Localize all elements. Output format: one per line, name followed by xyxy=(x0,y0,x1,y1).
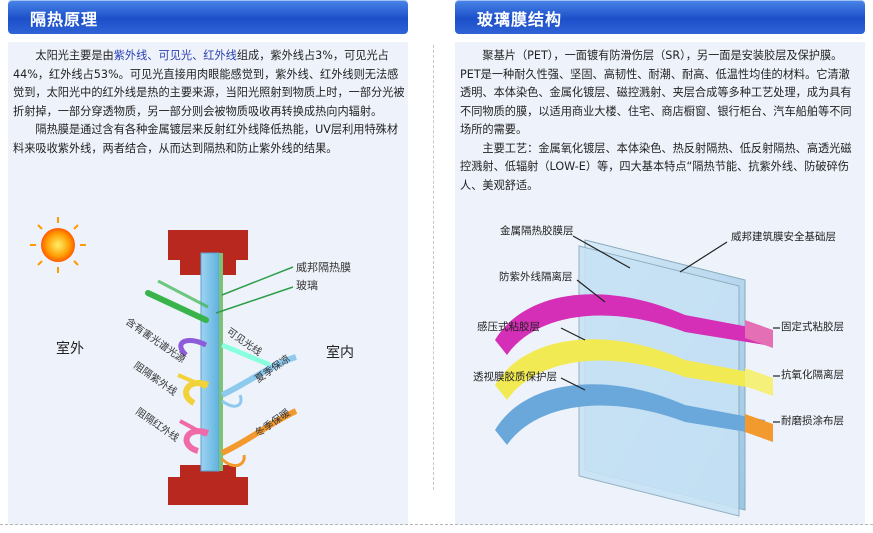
left-panel: 隔热原理 太阳光主要是由紫外线、可见光、红外线组成，紫外线占3%，可见光占44%… xyxy=(8,0,408,525)
column-divider xyxy=(433,45,434,490)
right-title-bar: 玻璃膜结构 xyxy=(455,0,865,34)
film-layer xyxy=(219,253,223,471)
protective-layer xyxy=(495,384,765,445)
right-intro-text: 聚基片（PET），一面镀有防滑伤层（SR），另一面是安装胶层及保护膜。PET是一… xyxy=(460,47,860,195)
label-outdoor: 室外 xyxy=(56,340,84,357)
right-panel: 玻璃膜结构 聚基片（PET），一面镀有防滑伤层（SR），另一面是安装胶层及保护膜… xyxy=(455,0,865,525)
label-film: 威邦隔热膜 xyxy=(296,261,351,274)
fixed-adhesive-layer xyxy=(745,320,773,348)
label-indoor: 室内 xyxy=(326,344,354,361)
label-summer: 夏季保凉 xyxy=(252,352,292,386)
label-harmful-light: 含有害光谱光源 xyxy=(123,315,188,366)
label-scratch-layer: 耐磨损涂布层 xyxy=(781,414,844,427)
uv-layer xyxy=(495,294,765,355)
pressure-adhesive-layer xyxy=(495,339,765,400)
summer-arrow xyxy=(220,354,297,398)
label-base-layer: 威邦建筑膜安全基础层 xyxy=(731,230,836,243)
left-paragraph-1: 太阳光主要是由紫外线、可见光、红外线组成，紫外线占3%，可见光占44%，红外线占… xyxy=(13,49,405,118)
glass-pane xyxy=(200,252,220,472)
oxide-layer xyxy=(745,368,773,396)
label-block-uv: 阻隔紫外线 xyxy=(131,359,179,398)
label-oxide-layer: 抗氧化隔离层 xyxy=(781,368,844,381)
label-pressure-layer: 感压式粘胶层 xyxy=(477,320,540,333)
left-panel-title: 隔热原理 xyxy=(30,10,99,29)
bottom-divider xyxy=(0,524,873,525)
winter-arrow xyxy=(220,408,298,456)
frame-bottom xyxy=(168,465,248,505)
uv-reflect-arrow xyxy=(178,338,208,357)
incoming-ray xyxy=(145,290,209,323)
uv-highlight: 紫外线 xyxy=(113,49,148,62)
right-paragraph-2: 主要工艺：金属氧化镀层、本体染色、热反射隔热、低反射隔热、高透光磁控溅射、低辐射… xyxy=(460,141,852,192)
label-glass: 玻璃 xyxy=(296,278,318,292)
visible-highlight: 可见光 xyxy=(158,49,193,62)
sun-icon xyxy=(30,217,86,273)
left-title-bar: 隔热原理 xyxy=(8,0,408,34)
film-structure-diagram: 金属隔热胶膜层 威邦建筑膜安全基础层 防紫外线隔离层 固定式粘胶层 感压式粘胶层… xyxy=(473,224,844,517)
heat-insulation-diagram: 威邦隔热膜 玻璃 室外 室内 含有害光谱光源 可见光线 阻隔紫外线 夏季保凉 阻… xyxy=(30,217,354,505)
scratch-layer xyxy=(745,414,773,442)
label-uv-layer: 防紫外线隔离层 xyxy=(499,270,573,283)
label-winter: 冬季保暖 xyxy=(252,406,292,440)
right-paragraph-1: 聚基片（PET），一面镀有防滑伤层（SR），另一面是安装胶层及保护膜。PET是一… xyxy=(460,49,852,136)
label-protect-layer: 透视膜胶质保护层 xyxy=(473,370,557,383)
label-metal-layer: 金属隔热胶膜层 xyxy=(500,224,574,237)
right-panel-title: 玻璃膜结构 xyxy=(477,10,563,29)
label-block-ir: 阻隔红外线 xyxy=(133,405,181,444)
visible-ray xyxy=(221,342,271,368)
left-intro-text: 太阳光主要是由紫外线、可见光、红外线组成，紫外线占3%，可见光占44%，红外线占… xyxy=(13,47,405,158)
label-fixed-layer: 固定式粘胶层 xyxy=(781,320,844,333)
left-paragraph-2: 隔热膜是通过含有各种金属镀层来反射红外线降低热能，UV层利用特殊材料来吸收紫外线… xyxy=(13,123,399,155)
ir-highlight: 红外线 xyxy=(203,49,237,62)
